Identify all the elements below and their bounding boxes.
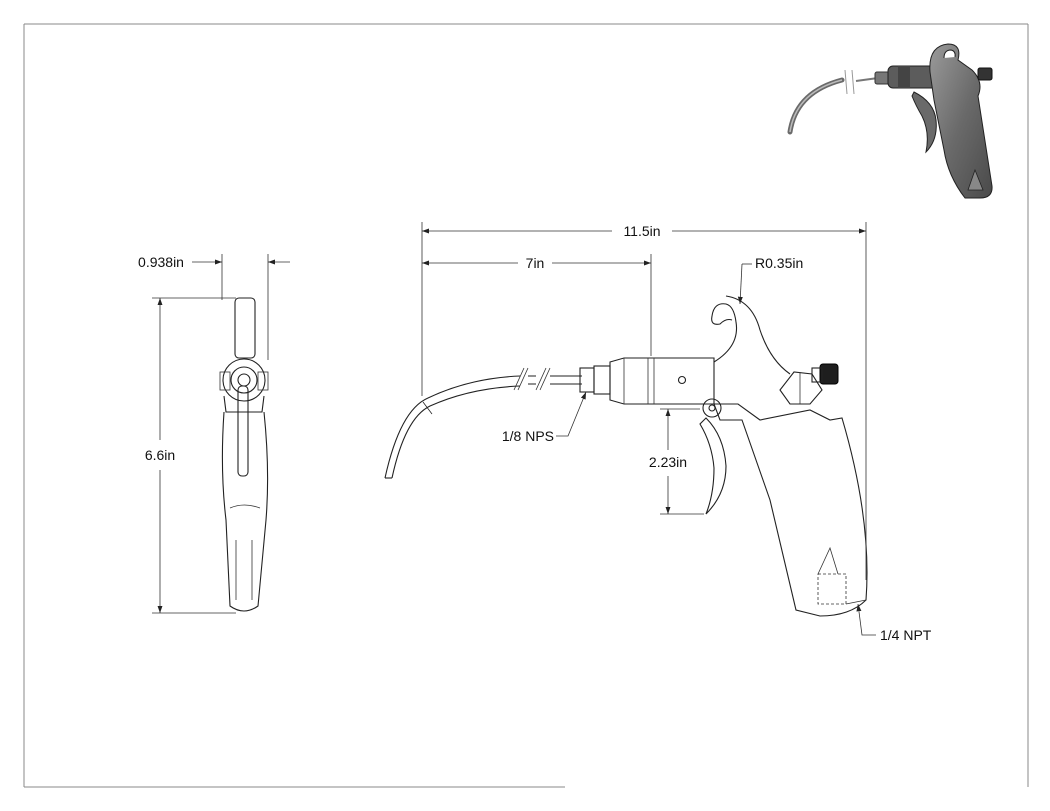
valve-body: [779, 371, 823, 405]
dimension-height: 6.6in: [145, 297, 236, 614]
dimension-hook-radius: R0.35in: [737, 255, 803, 305]
hook: [711, 303, 738, 363]
nozzle-tube: [384, 375, 521, 479]
dimension-overall-length: 11.5in: [421, 222, 867, 580]
inlet-thread-label: 1/4 NPT: [880, 627, 932, 643]
profile-view: [384, 295, 868, 617]
isometric-view: [787, 43, 993, 199]
barrel: [609, 357, 715, 405]
callout-inlet-thread: 1/4 NPT: [856, 603, 932, 643]
hook-radius-label: R0.35in: [755, 255, 803, 271]
height-label: 6.6in: [145, 447, 175, 463]
sheet-border: [23, 23, 1029, 788]
side-width-label: 0.938in: [138, 254, 184, 270]
nozzle-thread-label: 1/8 NPS: [502, 428, 554, 444]
trigger: [699, 417, 727, 515]
overall-length-label: 11.5in: [623, 223, 660, 239]
dimension-side-width: 0.938in: [138, 254, 290, 360]
dimension-trigger-height: 2.23in: [649, 408, 704, 515]
barrel-length-label: 7in: [526, 255, 545, 271]
dimension-barrel-length: 7in: [422, 254, 652, 356]
nozzle-fitting: [579, 367, 595, 393]
knob: [819, 363, 839, 385]
side-view: [219, 297, 269, 612]
grip: [713, 403, 868, 617]
callout-nozzle-thread: 1/8 NPS: [502, 391, 587, 444]
trigger-height-label: 2.23in: [649, 454, 687, 470]
